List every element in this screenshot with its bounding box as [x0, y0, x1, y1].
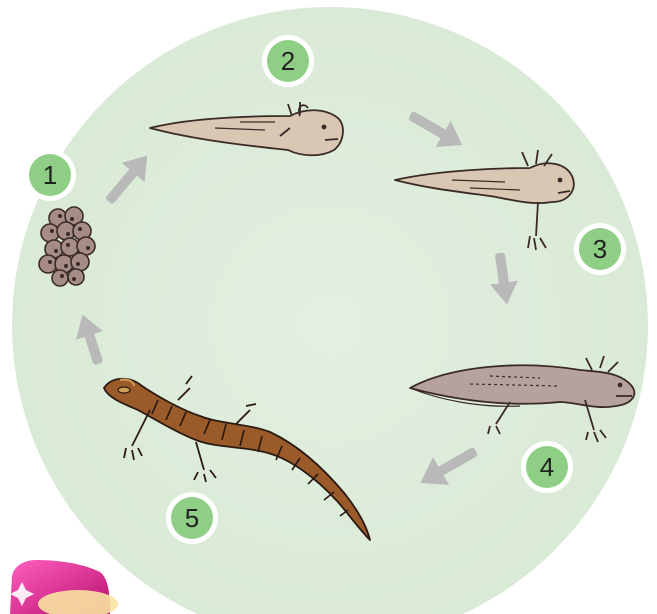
cycle-background — [12, 7, 648, 614]
stage-number-1: 1 — [43, 160, 57, 190]
stage-badge-1: 1 — [24, 149, 76, 201]
stage-number-5: 5 — [185, 503, 199, 533]
corner-logo — [10, 560, 118, 614]
stage-number-4: 4 — [540, 452, 554, 482]
stage-number-3: 3 — [593, 234, 607, 264]
stage-badge-5: 5 — [166, 492, 218, 544]
stage-badge-4: 4 — [521, 441, 573, 493]
stage-number-2: 2 — [281, 46, 295, 76]
stage-badge-2: 2 — [262, 35, 314, 87]
stage-badge-3: 3 — [574, 223, 626, 275]
